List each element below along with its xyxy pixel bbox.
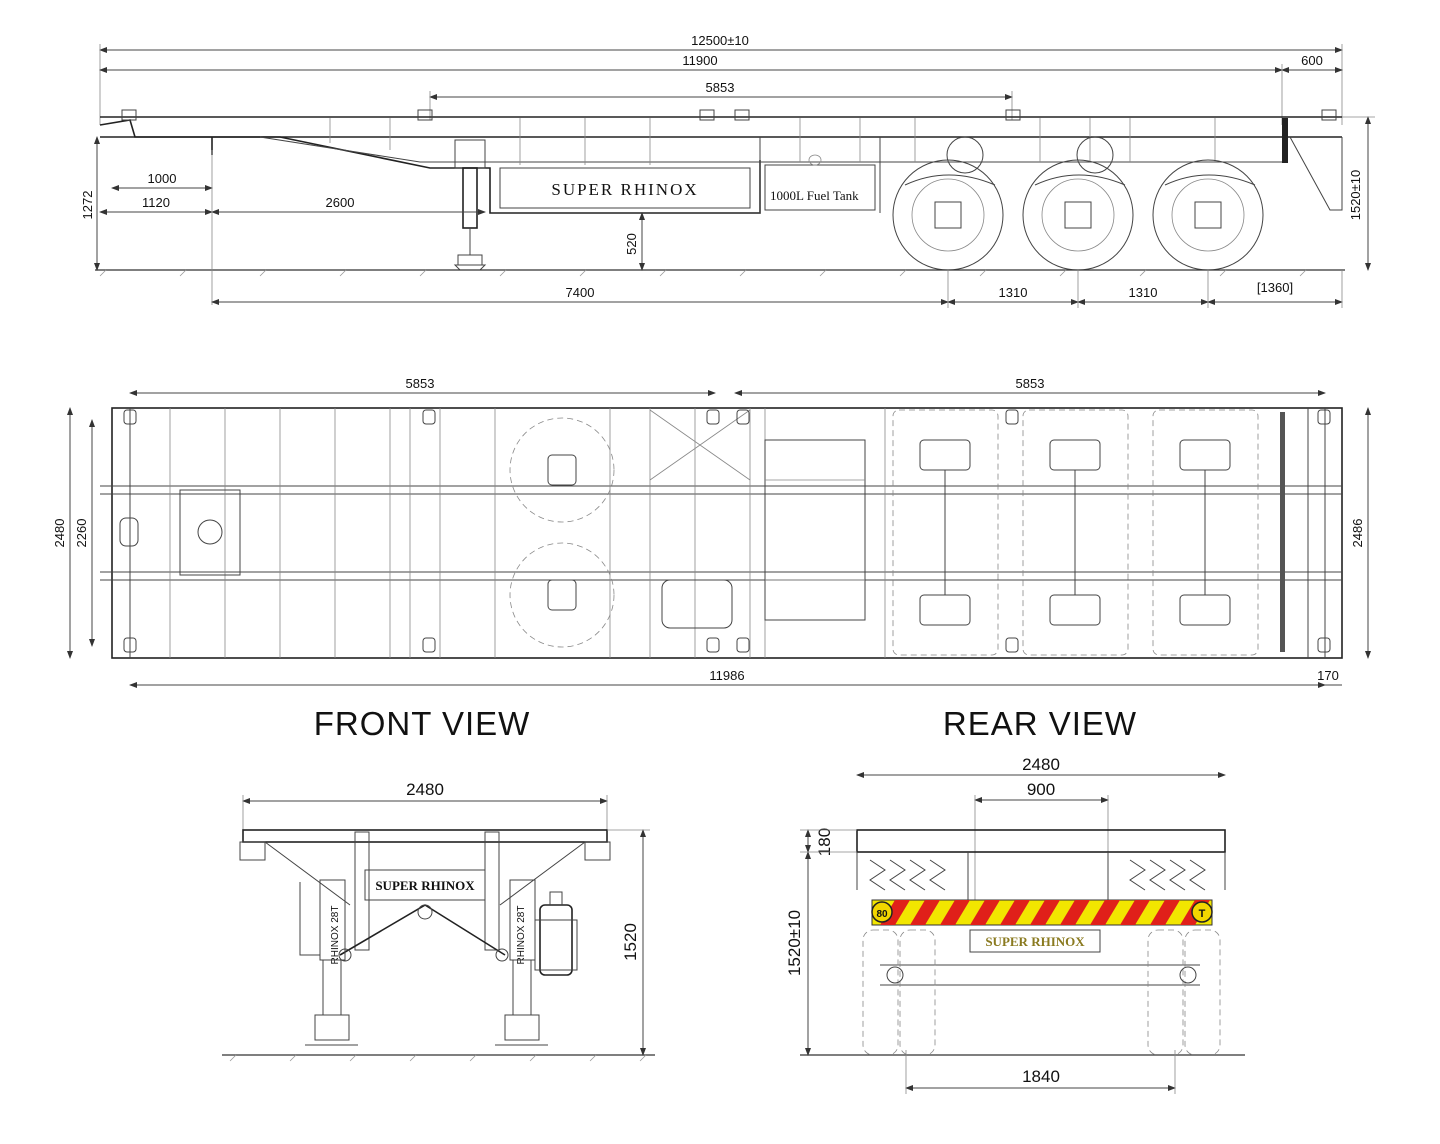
side-left-dimensions: 1272 1000 1120 2600 520 [80,136,645,305]
dim-front-width: 2480 [406,780,444,799]
dim-front-height: 1520 [621,923,640,961]
side-top-dimensions: 12500±10 11900 600 5853 [99,33,1343,125]
rear-brand-label: SUPER RHINOX [985,934,1085,949]
side-chassis: SUPER RHINOX 1000L Fuel Tank [99,109,1343,214]
dim-leg-clearance: 520 [624,233,639,255]
dim-kingpin-to-landing: 5853 [706,80,735,95]
dim-top-width: 2480 [52,519,67,548]
dim-rear-width: 2480 [1022,755,1060,774]
side-landing-gear [453,139,487,271]
dim-rear-height: 1520±10 [1348,170,1363,221]
dim-front-offset: 1120 [142,195,170,210]
rear-view: REAR VIEW 2480 900 [785,705,1245,1094]
front-leg-right-label: RHINOX 28T [516,906,527,965]
dim-top-length: 11986 [709,668,744,683]
dim-rear-axle-overhang: [1360] [1257,280,1293,295]
dim-top-rear-width: 2486 [1350,519,1365,548]
speed-badge: 80 [876,909,888,920]
dim-rear-inner: 900 [1027,780,1055,799]
dim-rear-overhang: 600 [1301,53,1323,68]
side-brand-label: SUPER RHINOX [551,180,698,199]
top-view: 5853 5853 [52,376,1371,688]
top-axle-groups [892,409,1259,656]
dim-rear-total-height: 1520±10 [785,910,804,976]
dim-front-height: 1272 [80,191,95,220]
dim-frame-length: 11900 [682,53,717,68]
front-view-title: FRONT VIEW [314,705,531,742]
dim-overall-length: 12500±10 [691,33,749,48]
dim-kingpin-front: 1000 [148,171,177,186]
dim-top-rear-end: 170 [1317,668,1339,683]
front-view: FRONT VIEW 2480 SUPER RHINOX RHINOX 28T … [222,705,655,1062]
dim-axle-spacing-2: 1310 [1129,285,1158,300]
dim-rear-track: 1840 [1022,1067,1060,1086]
dim-top-inner-width: 2260 [74,519,89,548]
side-view: 12500±10 11900 600 5853 [80,33,1375,308]
dim-rear-beam-height: 180 [815,828,834,856]
front-leg-left-label: RHINOX 28T [330,906,341,965]
dim-rear-section: 5853 [1016,376,1045,391]
side-bottom-dimensions: 7400 1310 1310 [1360] [211,270,1343,308]
side-wheels [892,136,1264,271]
front-brand-label: SUPER RHINOX [375,878,475,893]
rear-view-title: REAR VIEW [943,705,1137,742]
dim-gooseneck-length: 2600 [326,195,355,210]
fuel-tank-label: 1000L Fuel Tank [770,188,859,203]
dim-axle-spacing-1: 1310 [999,285,1028,300]
t-badge: T [1199,908,1206,920]
dim-wheelbase: 7400 [566,285,595,300]
rear-reflective-bumper: 80 T [871,899,1213,926]
dim-front-section: 5853 [406,376,435,391]
